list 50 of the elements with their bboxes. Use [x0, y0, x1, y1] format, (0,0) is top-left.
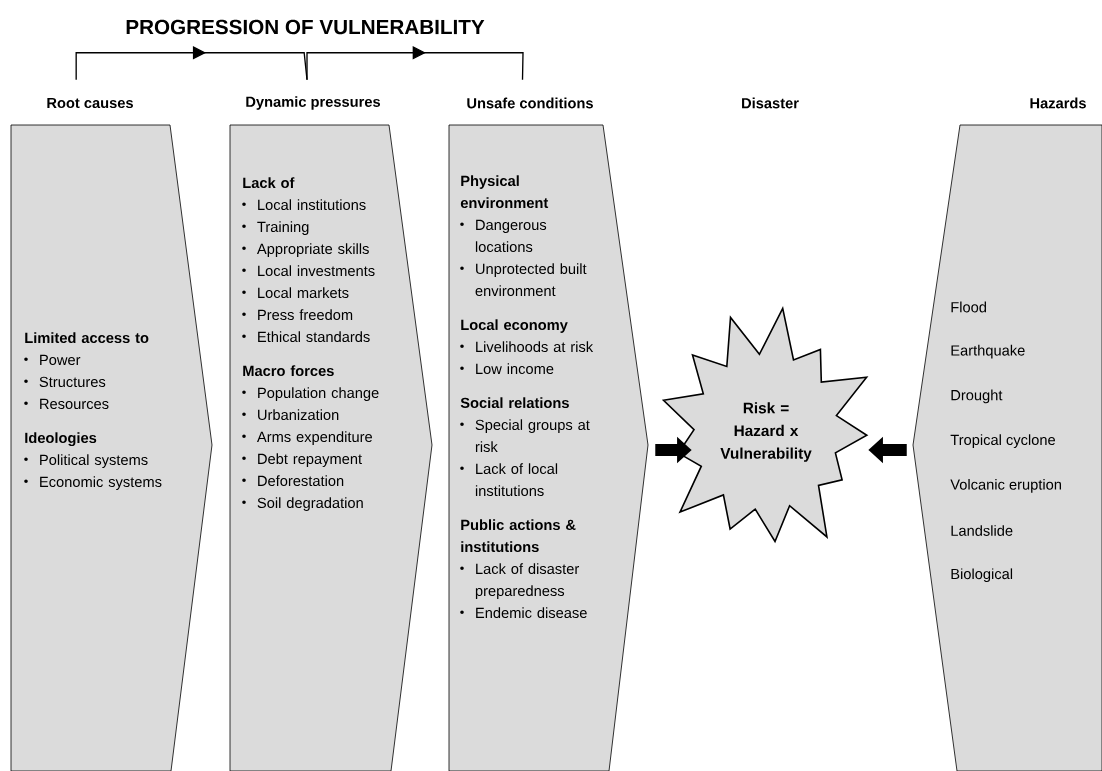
bullet-item: Power: [40, 354, 81, 366]
bullet-item: Lack of local institutions: [475, 463, 558, 497]
bullet-item: Livelihoods at risk: [476, 341, 594, 353]
hazard-item: Biological: [951, 568, 1013, 583]
column-heading: Disaster: [742, 97, 799, 109]
hazard-item: Volcanic eruption: [950, 479, 1061, 493]
bullet-item: Local institutions: [258, 199, 366, 211]
bullet-item: Press freedom: [258, 309, 353, 321]
bullet-item: Deforestation: [258, 475, 344, 487]
section-heading: Ideologies: [25, 432, 97, 446]
bullet-item: Local investments: [258, 265, 375, 277]
formula-text: Risk = Hazard x Vulnerability: [720, 402, 812, 462]
section-heading: Local economy: [461, 319, 568, 333]
column-heading: Hazards: [1030, 97, 1086, 109]
section-heading: Social relations: [460, 397, 569, 409]
bullet-item: Appropriate skills: [256, 243, 369, 257]
bullet-item: Urbanization: [258, 409, 339, 421]
hazard-item: Drought: [951, 389, 1003, 404]
bullet-item: Arms expenditure: [256, 431, 373, 445]
bullet-item: Population change: [258, 387, 379, 401]
column-heading: Root causes: [47, 97, 133, 109]
section-heading: Lack of: [243, 177, 295, 189]
bullet-item: Training: [257, 221, 309, 235]
bullet-item: Political systems: [40, 454, 148, 468]
section-heading: Physical environment: [460, 175, 549, 209]
column-heading: Unsafe conditions: [467, 97, 593, 109]
bullet-item: Unprotected built environment: [475, 263, 587, 297]
bullet-item: Resources: [40, 398, 109, 410]
bullet-item: Lack of disaster preparedness: [475, 563, 579, 599]
hazard-item: Landslide: [951, 525, 1013, 536]
section-heading: Limited access to: [25, 332, 149, 344]
hazard-item: Earthquake: [951, 344, 1025, 359]
bullet-item: Soil degradation: [257, 497, 363, 511]
bullet-item: Structures: [39, 376, 106, 388]
bullet-item: Debt repayment: [258, 453, 362, 467]
bullet-item: Special groups at risk: [475, 419, 590, 453]
bullet-item: Economic systems: [40, 476, 162, 490]
bullet-item: Low income: [476, 363, 554, 375]
bullet-item: Endemic disease: [476, 607, 587, 619]
bullet-item: Dangerous locations: [475, 219, 547, 253]
hazard-item: Tropical cyclone: [950, 434, 1056, 448]
progression-arrow: [75, 45, 308, 81]
hazard-item: Flood: [951, 301, 986, 313]
section-heading: Macro forces: [243, 365, 334, 377]
column-heading: Dynamic pressures: [246, 96, 381, 110]
bullet-item: Local markets: [258, 287, 349, 299]
bullet-item: Ethical standards: [258, 331, 370, 343]
title: PROGRESSION OF VULNERABILITY: [126, 19, 485, 35]
section-heading: Public actions & institutions: [461, 519, 576, 553]
progression-arrow: [306, 45, 524, 81]
